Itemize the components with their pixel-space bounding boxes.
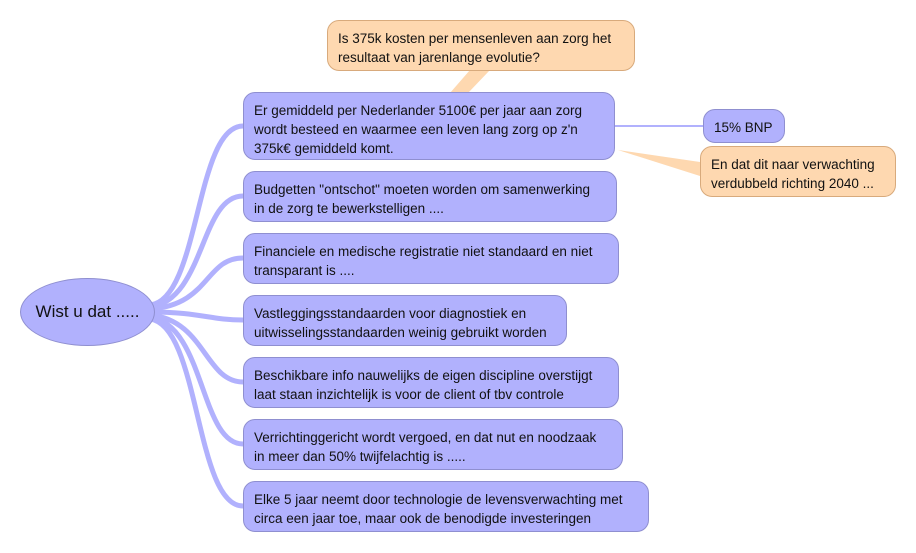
callout-right[interactable]: En dat dit naar verwachting verdubbeld r… (700, 146, 896, 197)
link-1 (147, 123, 246, 308)
link-3 (147, 255, 246, 312)
link-7 (147, 316, 246, 509)
link-4 (147, 309, 246, 323)
branch-node[interactable]: Beschikbare info nauwelijks de eigen dis… (243, 357, 619, 408)
branch-node[interactable]: Financiele en medische registratie niet … (243, 233, 619, 284)
branch-node[interactable]: Er gemiddeld per Nederlander 5100€ per j… (243, 92, 615, 160)
branch-node[interactable]: Elke 5 jaar neemt door technologie de le… (243, 481, 649, 532)
callout-right-tail (618, 150, 700, 176)
callout-top-tail (450, 70, 490, 93)
link-5 (147, 312, 246, 385)
branch-node[interactable]: Budgetten "ontschot" moeten worden om sa… (243, 171, 617, 222)
branch-node[interactable]: Verrichtinggericht wordt vergoed, en dat… (243, 419, 623, 470)
link-6 (147, 314, 246, 447)
root-node[interactable]: Wist u dat ..... (20, 278, 155, 346)
callout-top[interactable]: Is 375k kosten per mensenleven aan zorg … (327, 20, 635, 71)
subnode-bnp[interactable]: 15% BNP (703, 109, 785, 143)
link-2 (147, 193, 246, 310)
branch-node[interactable]: Vastleggingsstandaarden voor diagnostiek… (243, 295, 567, 346)
root-label: Wist u dat ..... (35, 302, 140, 321)
